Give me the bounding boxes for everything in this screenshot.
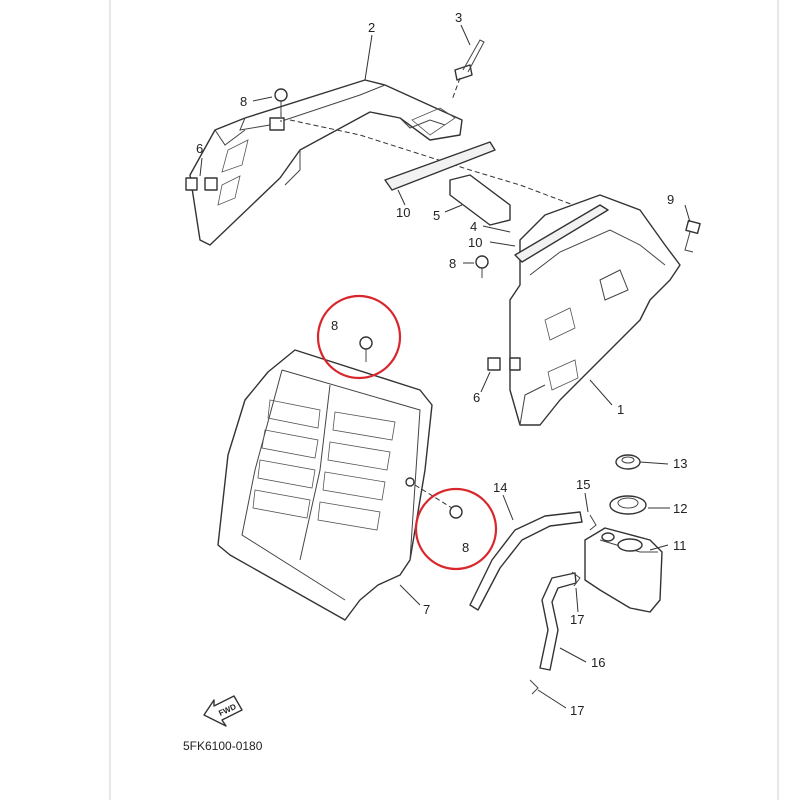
- clip-6-upper: [185, 177, 218, 191]
- clamp-17-lower: [529, 679, 539, 695]
- callout-10-lower: 10: [468, 235, 482, 250]
- clamp-17-upper: [571, 571, 581, 587]
- bolt-9: [684, 219, 701, 253]
- foam-strip-10-upper: [384, 141, 496, 191]
- hose-14-part: [469, 511, 583, 611]
- reservoir-tank-part: [584, 527, 663, 613]
- callout-8-grille-side: 8: [462, 540, 469, 555]
- callout-11: 11: [673, 538, 687, 553]
- foam-block-5: [449, 174, 511, 226]
- clamp-15: [589, 514, 597, 531]
- callout-5: 5: [433, 208, 440, 223]
- fwd-arrow-icon: FWD: [203, 695, 243, 727]
- bolt-8-grille-side: [414, 484, 463, 519]
- bolt-8-grille-top: [359, 336, 373, 362]
- highlight-circle-side: [414, 487, 498, 571]
- highlight-circles: [316, 294, 498, 571]
- callout-12: 12: [673, 501, 687, 516]
- grille-louvers: [252, 399, 396, 531]
- callout-8-mid: 8: [449, 256, 456, 271]
- callout-6-lower: 6: [473, 390, 480, 405]
- callout-13: 13: [673, 456, 687, 471]
- long-bolt-part: [451, 39, 485, 101]
- callout-17-upper: 17: [570, 612, 584, 627]
- callout-15: 15: [576, 477, 590, 492]
- callout-8-grille-top: 8: [331, 318, 338, 333]
- callout-8-upper: 8: [240, 94, 247, 109]
- upper-bracket-part: [189, 79, 463, 246]
- callout-3: 3: [455, 10, 462, 25]
- radiator-grille-part: [217, 349, 433, 621]
- callout-17-lower: 17: [570, 703, 584, 718]
- callout-7: 7: [423, 602, 430, 617]
- part-code: 5FK6100-0180: [183, 739, 263, 753]
- cap-ring-12: [609, 495, 647, 515]
- callout-9: 9: [667, 192, 674, 207]
- callout-14: 14: [493, 480, 507, 495]
- highlight-circle-top: [316, 294, 402, 380]
- callout-2: 2: [368, 20, 375, 35]
- callout-6-upper: 6: [196, 141, 203, 156]
- callout-4: 4: [470, 219, 477, 234]
- cap-13: [615, 454, 641, 470]
- callout-1: 1: [617, 402, 624, 417]
- leader-lines: [199, 24, 691, 709]
- callout-labels: 2 3 8 6 10 5 4 10 9 8 8 6 1 13 15 14 12 …: [196, 10, 687, 718]
- callout-10-upper: 10: [396, 205, 410, 220]
- bolt-8-mid: [475, 255, 489, 278]
- bolt-8-upper: [274, 88, 288, 122]
- right-shroud-part: [509, 194, 681, 426]
- clip-6-lower: [487, 357, 521, 371]
- callout-16: 16: [591, 655, 605, 670]
